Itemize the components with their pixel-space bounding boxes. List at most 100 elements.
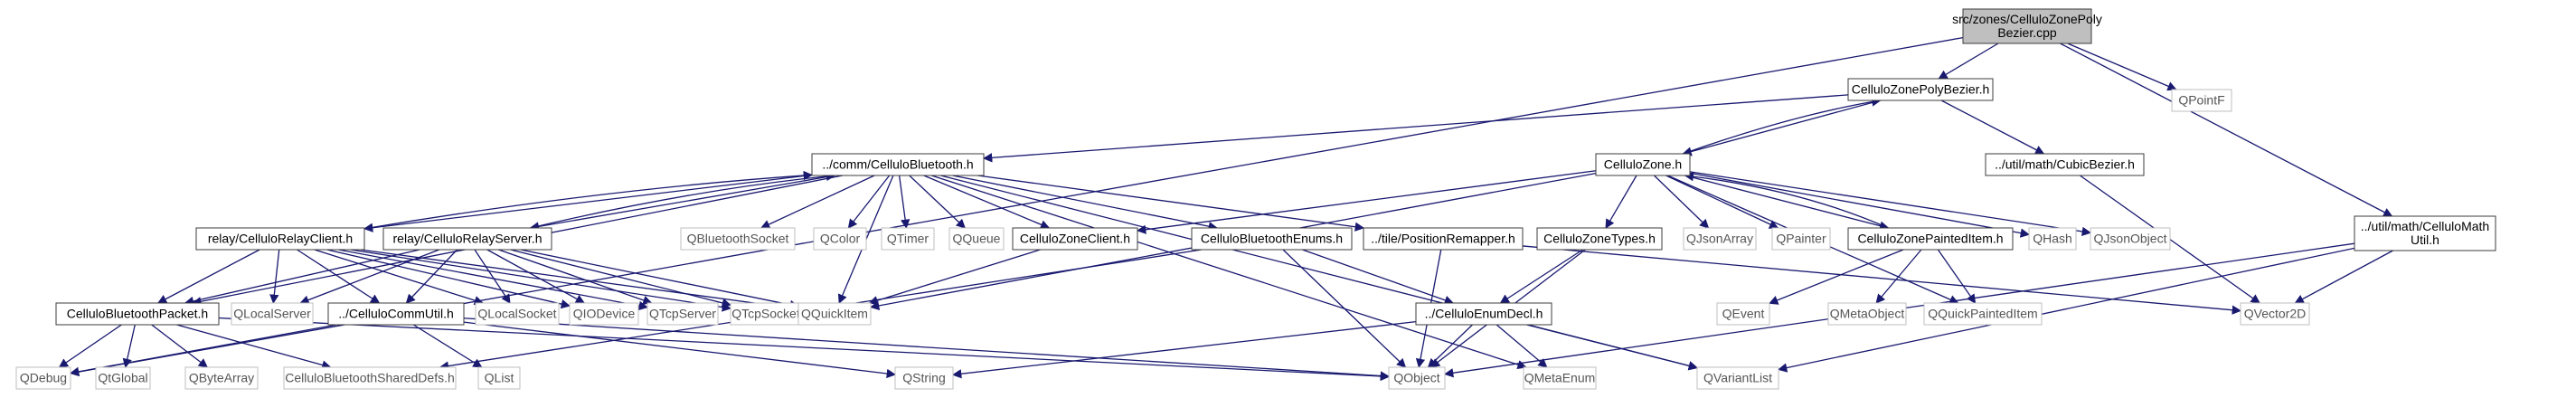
node-box [1962,8,2092,44]
node-label: QVariantList [1703,371,1772,385]
edge-mathutil_h-to-qvector2d [2294,250,2393,304]
edge-enumdecl_h-to-qvariantlist [1526,324,1699,371]
edge-cellulozone_h-to-qpainter [1665,175,1779,229]
node-zonetypes-h[interactable]: CelluloZoneTypes.h [1536,227,1663,251]
node-box [1523,366,1597,390]
node-box [1536,227,1663,251]
node-qqueue: QQueue [948,227,1005,251]
node-qevent: QEvent [1716,302,1770,326]
edge-commutil_h-to-qobject [463,317,1391,381]
node-box [95,366,151,390]
node-qiodevice: QIODevice [569,302,639,326]
node-qbytearray: QByteArray [184,366,259,390]
node-label: QLocalSocket [477,307,556,321]
edge-bt_packet_h-to-qbytearray [151,324,209,368]
edge-cellulo_bluetooth_h-to-bt_enums_h [952,175,1219,232]
edge-zonetypes_h-to-enumdecl_h [1499,249,1583,304]
node-qjsonobject: QJsonObject [2090,227,2171,251]
node-label: QVector2D [2244,307,2306,321]
node-relay-server-h[interactable]: relay/CelluloRelayServer.h [382,227,552,251]
node-box [1388,366,1446,390]
node-box [1716,302,1770,326]
node-relay-client-h[interactable]: relay/CelluloRelayClient.h [195,227,365,251]
node-box [231,302,314,326]
edge-cellulo_bluetooth_h-to-qqueue [909,175,967,229]
edge-relay_client_h-to-cellulo_bluetooth_h [363,170,814,230]
node-box [1191,227,1353,251]
node-bt-packet-h[interactable]: CelluloBluetoothPacket.h [55,302,220,326]
node-box [283,366,457,390]
node-box [475,302,560,326]
node-label: QMetaEnum [1524,371,1596,385]
node-zoneclient-h[interactable]: CelluloZoneClient.h [1012,227,1138,251]
node-enumdecl-h[interactable]: ../CelluloEnumDecl.h [1415,302,1552,326]
node-label: QIODevice [573,307,636,321]
node-commutil-h[interactable]: ../CelluloCommUtil.h [327,302,465,326]
edge-relay_client_h-to-bt_packet_h [156,249,260,304]
node-qlocalsocket: QLocalSocket [475,302,560,326]
node-polybezier-h[interactable]: CelluloZonePolyBezier.h [1847,78,1994,101]
edge-relay_client_h-to-qlocalsocket [314,249,485,306]
edge-root-to-polybezier_h [1938,43,1999,80]
node-qjsonarray: QJsonArray [1683,227,1757,251]
edge-relay_server_h-to-cellulo_bluetooth_h [530,171,836,229]
node-painted-item-h[interactable]: CelluloZonePaintedItem.h [1847,227,2014,251]
node-bt-enums-h[interactable]: CelluloBluetoothEnums.h [1191,227,1353,251]
node-label: Bezier.cpp [1997,25,2057,40]
edge-cellulo_bluetooth_h-to-relay_server_h [529,175,835,232]
node-remapper-h[interactable]: ../tile/PositionRemapper.h [1363,227,1524,251]
node-label: CelluloZonePaintedItem.h [1857,232,2003,246]
node-cubicbezier-h[interactable]: ../util/math/CubicBezier.h [1985,153,2145,176]
node-label: CelluloBluetoothSharedDefs.h [285,371,455,385]
node-qquickitem: QQuickItem [797,302,872,326]
node-root[interactable]: src/zones/CelluloZonePolyBezier.cpp [1952,8,2102,44]
edge-relay_server_h-to-bt_packet_h [184,249,420,306]
edge-relay_server_h-to-commutil_h [405,249,458,304]
node-box [1827,302,1907,326]
node-box [1985,153,2145,176]
node-label: ../CelluloCommUtil.h [338,307,454,321]
node-label: QtGlobal [98,371,147,385]
node-box [477,366,521,390]
edge-relay_client_h-to-commutil_h [297,249,381,304]
node-label: QColor [820,232,861,246]
node-label: QTcpSocket [731,307,800,321]
node-qvector2d: QVector2D [2240,302,2310,326]
edge-bt_packet_h-to-qdebug [58,324,122,368]
node-label: ../util/math/CubicBezier.h [1995,157,2135,172]
node-box [730,302,802,326]
node-box [2240,302,2310,326]
node-qobject: QObject [1388,366,1446,390]
node-qbluetoothsocket: QBluetoothSocket [680,227,796,251]
edge-root-to-pointf [2067,43,2177,91]
node-cellulo-bluetooth-h[interactable]: ../comm/CelluloBluetooth.h [811,153,985,176]
node-label: relay/CelluloRelayClient.h [208,232,353,246]
edge-cellulozone_h-to-qhash [1689,172,2031,238]
node-box [1363,227,1524,251]
node-box [811,153,985,176]
edge-cellulo_bluetooth_h-to-zoneclient_h [923,175,1051,230]
edge-cellulozone_h-to-qjsonobject [1689,171,2092,237]
edge-painted_item_h-to-cellulozone_h [1684,171,1889,229]
edge-relay_server_h-to-qtcpsocket [510,249,732,308]
edge-enumdecl_h-to-qmetaenum [1496,324,1548,368]
node-pointf: QPointF [2171,89,2232,112]
node-cellulozone-h[interactable]: CelluloZone.h [1595,153,1691,176]
node-box [2028,227,2077,251]
node-label: QTcpServer [649,307,716,321]
node-box [2354,215,2496,251]
node-box [1415,302,1552,326]
edge-cellulozone_h-to-zoneclient_h [1136,170,1597,234]
node-box [894,366,954,390]
edge-painted_item_h-to-qmetaobject [1875,249,1922,304]
node-qtimer: QTimer [881,227,935,251]
node-qtcpserver: QTcpServer [646,302,719,326]
node-qtcpsocket: QTcpSocket [730,302,802,326]
edge-relay_client_h-to-qtcpserver [338,249,649,311]
node-label: Util.h [2411,232,2439,247]
node-label: QBluetoothSocket [687,232,789,246]
node-box [1923,302,2043,326]
node-box [813,227,867,251]
node-label: QMetaObject [1830,307,1905,321]
